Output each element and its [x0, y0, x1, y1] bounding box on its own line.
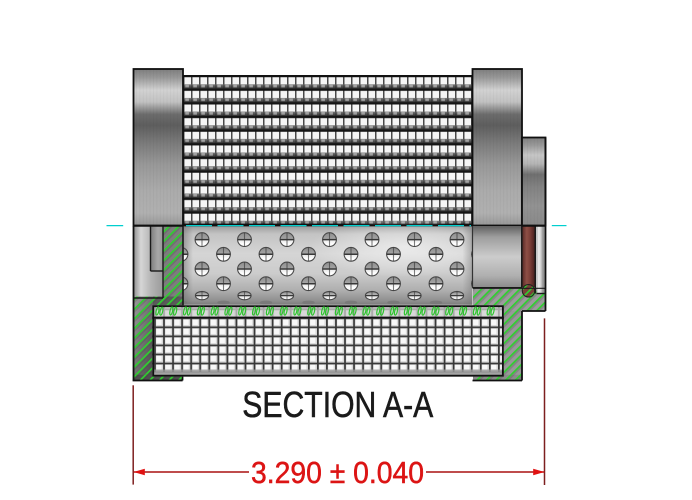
svg-text:3.290 ± 0.040: 3.290 ± 0.040	[251, 455, 424, 490]
svg-text:SECTION A-A: SECTION A-A	[242, 384, 433, 425]
